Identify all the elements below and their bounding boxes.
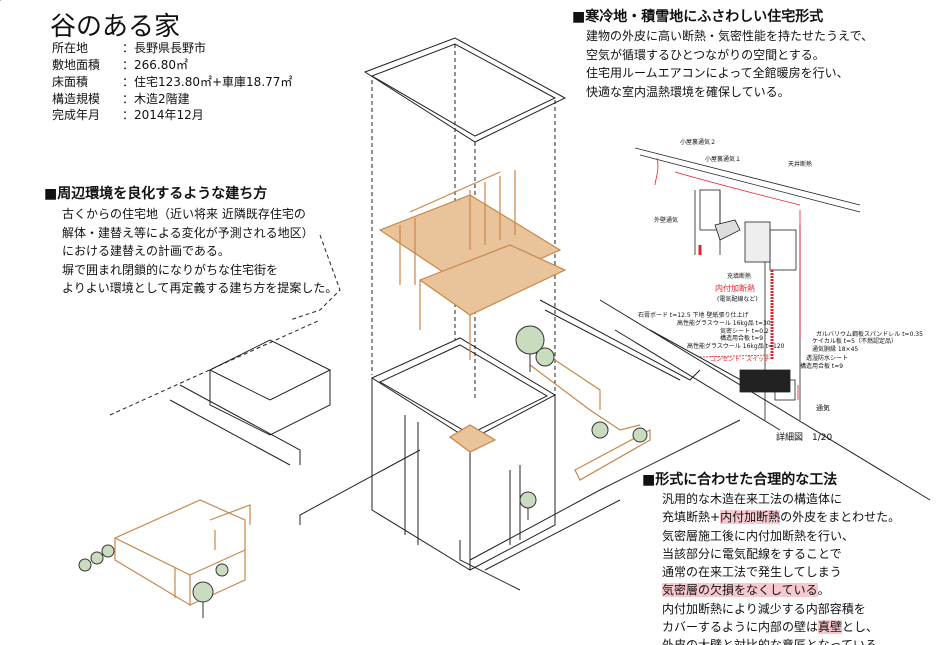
- text-line: 空気が循環するひとつながりの空間とする。: [586, 47, 825, 62]
- label-attic-vent-2: 小屋裏通気２: [680, 139, 717, 146]
- text-line: カバーするように内部の壁は真壁とし、: [662, 620, 879, 635]
- roof: [363, 37, 567, 143]
- detail-drawing: [634, 147, 861, 420]
- environment-body: 古くからの住宅地（近い将来 近隣既存住宅の 解体・建替え等による変化が予測される…: [62, 205, 337, 298]
- environment-heading: ■周辺環境を良化するような建ち方: [44, 186, 268, 202]
- detail-caption: 詳細図 1/20: [776, 433, 833, 443]
- page-title: 谷のある家: [50, 12, 181, 42]
- fence: [0, 0, 751, 591]
- site-line: [614, 329, 781, 431]
- label-plywood-2: 構造用合板 t=9: [800, 363, 844, 370]
- text-line: 気密層施工後に内付加断熱を行い、: [662, 528, 855, 543]
- ground-floor-box: [370, 337, 557, 571]
- text-line: よりよい環境として再定義する建ち方を提案した。: [62, 281, 338, 295]
- label-airtight-sheet: 気密シート t=0.2: [720, 328, 769, 335]
- info-site-area: 敷地面積：266.80㎡: [52, 58, 188, 72]
- highlight: 気密層の欠損をなくしている: [662, 583, 818, 598]
- wood-frame: [114, 170, 651, 606]
- text-line: 建物の外皮に高い断熱・気密性能を持たせたうえで、: [586, 29, 874, 43]
- text-line: 充填断熱+内付加断熱の外皮をまとわせた。: [662, 510, 901, 525]
- label-glasswool-30: 高性能グラスウール 16kg品 t=30: [677, 320, 771, 327]
- text-line: における建替えの計画である。: [62, 244, 230, 258]
- neighbor-house: [169, 339, 332, 466]
- text-line: 住宅用ルームエアコンによって全館暖房を行い、: [586, 66, 849, 80]
- climate-heading: ■寒冷地・積雪地にふさわしい住宅形式: [572, 9, 824, 25]
- label-membrane: 透湿防水シート: [806, 355, 849, 362]
- label-fill-insulation: 充填断熱: [727, 273, 752, 280]
- label-vent: 通気: [816, 404, 830, 412]
- label-board: 石膏ボード t=12.5 下地 壁紙張り仕上げ: [638, 312, 749, 319]
- info-floor-area: 床面積：住宅123.80㎡+車庫18.77㎡: [52, 75, 293, 89]
- text-line: 塀で囲まれ閉鎖的になりがちな住宅街を: [62, 262, 279, 277]
- label-wiring: (電気配線など): [717, 296, 758, 303]
- info-completion: 完成年月：2014年12月: [52, 108, 204, 122]
- label-inner-insulation: 内付加断熱: [715, 284, 755, 293]
- text-line: 解体・建替え等による変化が予測される地区）: [62, 225, 314, 240]
- label-furring: 通気胴縁 18×45: [812, 346, 859, 353]
- text-line: 古くからの住宅地（近い将来 近隣既存住宅の: [62, 207, 306, 221]
- climate-body: 建物の外皮に高い断熱・気密性能を持たせたうえで、 空気が循環するひとつながりの空…: [586, 27, 873, 101]
- label-attic-vent-1: 小屋裏通気１: [705, 156, 742, 163]
- label-wall-vent: 外壁通気: [654, 217, 679, 224]
- label-galvalume: ガルバリウム鋼板スパンドレル t=0.35: [816, 331, 923, 338]
- text-line: 汎用的な木造在来工法の構造体に: [662, 492, 843, 506]
- info-location: 所在地：長野県長野市: [52, 41, 207, 55]
- text-line: 快適な室内温熱環境を確保している。: [586, 84, 790, 99]
- label-calcium-board: ケイカル板 t=5（不燃認定品）: [812, 338, 897, 345]
- label-plywood: 構造用合板 t=9: [720, 335, 764, 342]
- label-glasswool-120: 高性能グラスウール 16kg品 t=120: [687, 343, 785, 350]
- label-outlet: コンセント・スイッチ: [710, 356, 771, 363]
- trees: [78, 325, 648, 618]
- label-ceiling-insulation: 天井断熱: [788, 161, 813, 168]
- text-line: 外皮の大壁と対比的な意匠となっている。: [662, 636, 900, 645]
- highlight: 内付加断熱: [720, 510, 781, 525]
- info-structure: 構造規模：木造2階建: [52, 92, 190, 106]
- highlight: 真壁: [818, 620, 843, 635]
- text-line: 内付加断熱により減少する内部容積を: [662, 601, 866, 616]
- text-line: 気密層の欠損をなくしている。: [662, 583, 830, 598]
- text-line: 通常の在来工法で発生してしまう: [662, 565, 842, 580]
- method-body: 汎用的な木造在来工法の構造体に 充填断熱+内付加断熱の外皮をまとわせた。 気密層…: [662, 490, 900, 645]
- method-heading: ■形式に合わせた合理的な工法: [642, 472, 838, 488]
- text-line: 当該部分に電気配線をすることで: [662, 546, 842, 561]
